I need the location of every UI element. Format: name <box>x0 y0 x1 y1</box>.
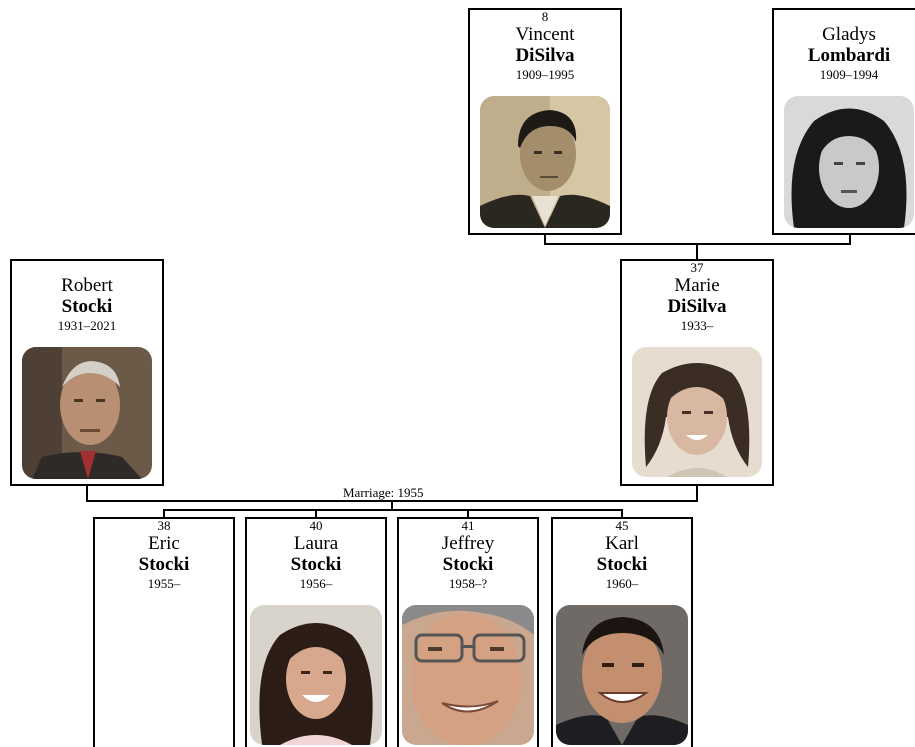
person-number <box>774 10 915 24</box>
last-name: Stocki <box>442 554 494 575</box>
portrait-photo <box>402 605 534 745</box>
person-number: 40 <box>309 518 323 533</box>
connector-marriage <box>391 500 393 510</box>
life-years: 1909–1994 <box>819 67 879 82</box>
first-name: Karl <box>605 533 639 554</box>
connector-marriage <box>696 484 698 501</box>
person-number: 8 <box>541 9 549 24</box>
person-number <box>12 261 162 275</box>
person-number: 41 <box>461 518 475 533</box>
person-number: 45 <box>615 518 629 533</box>
connector-parents-of-marie <box>696 243 698 259</box>
last-name: Stocki <box>61 296 113 317</box>
portrait-photo <box>250 605 382 745</box>
connector-children <box>163 509 623 511</box>
life-years: 1960– <box>605 576 639 591</box>
connector-children <box>467 509 469 518</box>
first-name: Vincent <box>515 24 575 45</box>
connector-marriage <box>86 484 88 501</box>
last-name: DiSilva <box>515 45 575 66</box>
person-card-vincent[interactable]: 8 Vincent DiSilva 1909–1995 <box>468 8 622 235</box>
last-name: Lombardi <box>807 45 891 66</box>
person-card-karl[interactable]: 45 Karl Stocki 1960– <box>551 517 693 747</box>
person-number: 38 <box>157 518 171 533</box>
portrait-photo <box>480 96 610 228</box>
last-name: Stocki <box>138 554 190 575</box>
connector-parents-of-marie <box>544 233 546 245</box>
person-card-eric[interactable]: 38 Eric Stocki 1955– <box>93 517 235 747</box>
first-name: Jeffrey <box>441 533 495 554</box>
first-name: Gladys <box>822 24 876 45</box>
life-years: 1956– <box>299 576 333 591</box>
person-card-robert[interactable]: Robert Stocki 1931–2021 <box>10 259 164 486</box>
connector-children <box>315 509 317 518</box>
first-name: Eric <box>148 533 180 554</box>
portrait-photo <box>556 605 688 745</box>
connector-children <box>621 509 623 518</box>
life-years: 1955– <box>147 576 181 591</box>
person-card-marie[interactable]: 37 Marie DiSilva 1933– <box>620 259 774 486</box>
connector-parents-of-marie <box>849 233 851 245</box>
first-name: Robert <box>61 275 113 296</box>
portrait-photo <box>632 347 762 477</box>
life-years: 1909–1995 <box>515 67 575 82</box>
last-name: Stocki <box>290 554 342 575</box>
last-name: Stocki <box>596 554 648 575</box>
life-years: 1933– <box>680 318 714 333</box>
person-card-gladys[interactable]: Gladys Lombardi 1909–1994 <box>772 8 915 235</box>
last-name: DiSilva <box>667 296 727 317</box>
portrait-photo <box>22 347 152 479</box>
marriage-label: Marriage: 1955 <box>341 485 426 500</box>
person-number: 37 <box>690 260 704 275</box>
person-card-jeffrey[interactable]: 41 Jeffrey Stocki 1958–? <box>397 517 539 747</box>
portrait-photo <box>784 96 914 228</box>
first-name: Laura <box>293 533 339 554</box>
life-years: 1958–? <box>448 576 488 591</box>
first-name: Marie <box>674 275 720 296</box>
person-card-laura[interactable]: 40 Laura Stocki 1956– <box>245 517 387 747</box>
connector-children <box>163 509 165 518</box>
life-years: 1931–2021 <box>57 318 117 333</box>
